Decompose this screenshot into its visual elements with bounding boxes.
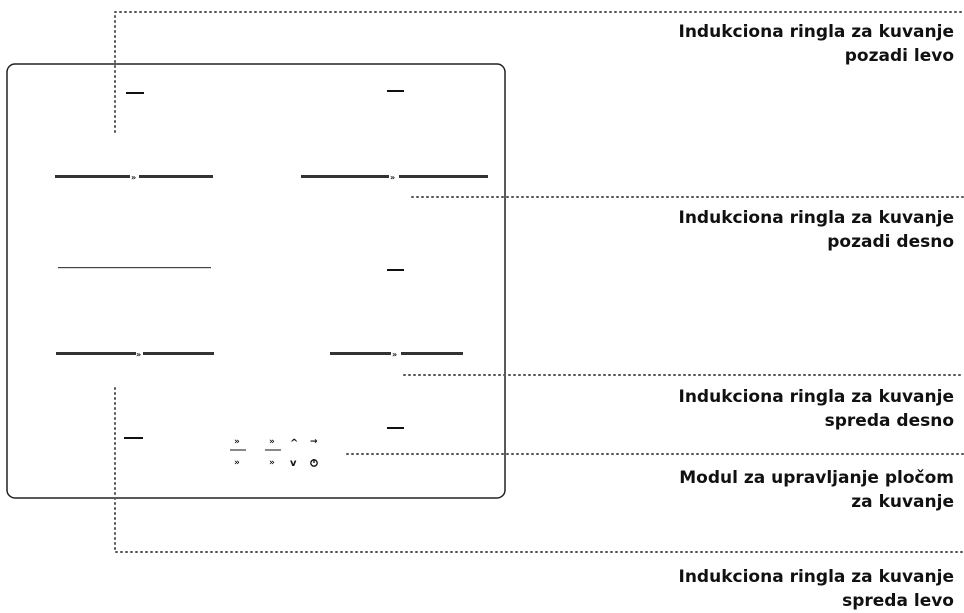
label-rear-left: Indukciona ringla za kuvanje pozadi levo — [679, 20, 955, 68]
zone-line-mid-left — [58, 267, 211, 269]
control-panel: » » » » ^ v → — [230, 437, 318, 469]
label-control-module-line2: za kuvanje — [851, 492, 954, 512]
zone-bar-rear-right-a — [301, 175, 389, 178]
label-front-right: Indukciona ringla za kuvanje spreda desn… — [679, 385, 955, 433]
zone-bar-front-left-a — [56, 352, 136, 355]
control-down-icon: v — [290, 458, 297, 469]
label-rear-right: Indukciona ringla za kuvanje pozadi desn… — [679, 206, 955, 254]
control-slider-1-top: » — [234, 437, 240, 447]
label-control-module: Modul za upravljanje pločom za kuvanje — [679, 466, 954, 514]
zone-bar-rear-left-b — [139, 175, 213, 178]
label-front-left: Indukciona ringla za kuvanje spreda levo — [679, 565, 955, 613]
leader-front-left — [114, 387, 964, 553]
zone-bar-rear-left-arrow: » — [131, 173, 136, 182]
label-rear-right-line2: pozadi desno — [827, 232, 954, 252]
zone-bar-front-left-arrow: » — [136, 350, 141, 359]
control-slider-1-bottom: » — [234, 458, 240, 468]
label-front-left-line1: Indukciona ringla za kuvanje — [678, 567, 955, 587]
zone-bar-rear-right-b — [399, 175, 488, 178]
control-slider-2-bottom: » — [269, 458, 275, 468]
label-rear-left-line1: Indukciona ringla za kuvanje — [678, 22, 955, 42]
control-up-icon: ^ — [290, 438, 298, 449]
zone-bar-front-left-b — [143, 352, 214, 355]
zone-bar-rear-right-arrow: » — [390, 173, 395, 182]
zone-bars: » » » » — [55, 173, 488, 359]
zone-bar-front-right-b — [401, 352, 463, 355]
leader-lines — [114, 11, 964, 553]
label-front-left-line2: spreda levo — [842, 591, 954, 611]
zone-markers — [124, 90, 404, 439]
zone-bar-rear-left-a — [55, 175, 130, 178]
label-rear-left-line2: pozadi levo — [844, 46, 954, 66]
label-front-right-line1: Indukciona ringla za kuvanje — [678, 387, 955, 407]
label-front-right-line2: spreda desno — [824, 411, 954, 431]
cooktop-outline — [6, 63, 506, 499]
control-right-arrow-icon: → — [310, 437, 318, 447]
leader-rear-left — [114, 11, 964, 133]
zone-bar-front-right-a — [330, 352, 391, 355]
control-slider-2-top: » — [269, 437, 275, 447]
zone-bar-front-right-arrow: » — [392, 350, 397, 359]
label-rear-right-line1: Indukciona ringla za kuvanje — [678, 208, 955, 228]
label-control-module-line1: Modul za upravljanje pločom — [679, 468, 954, 488]
